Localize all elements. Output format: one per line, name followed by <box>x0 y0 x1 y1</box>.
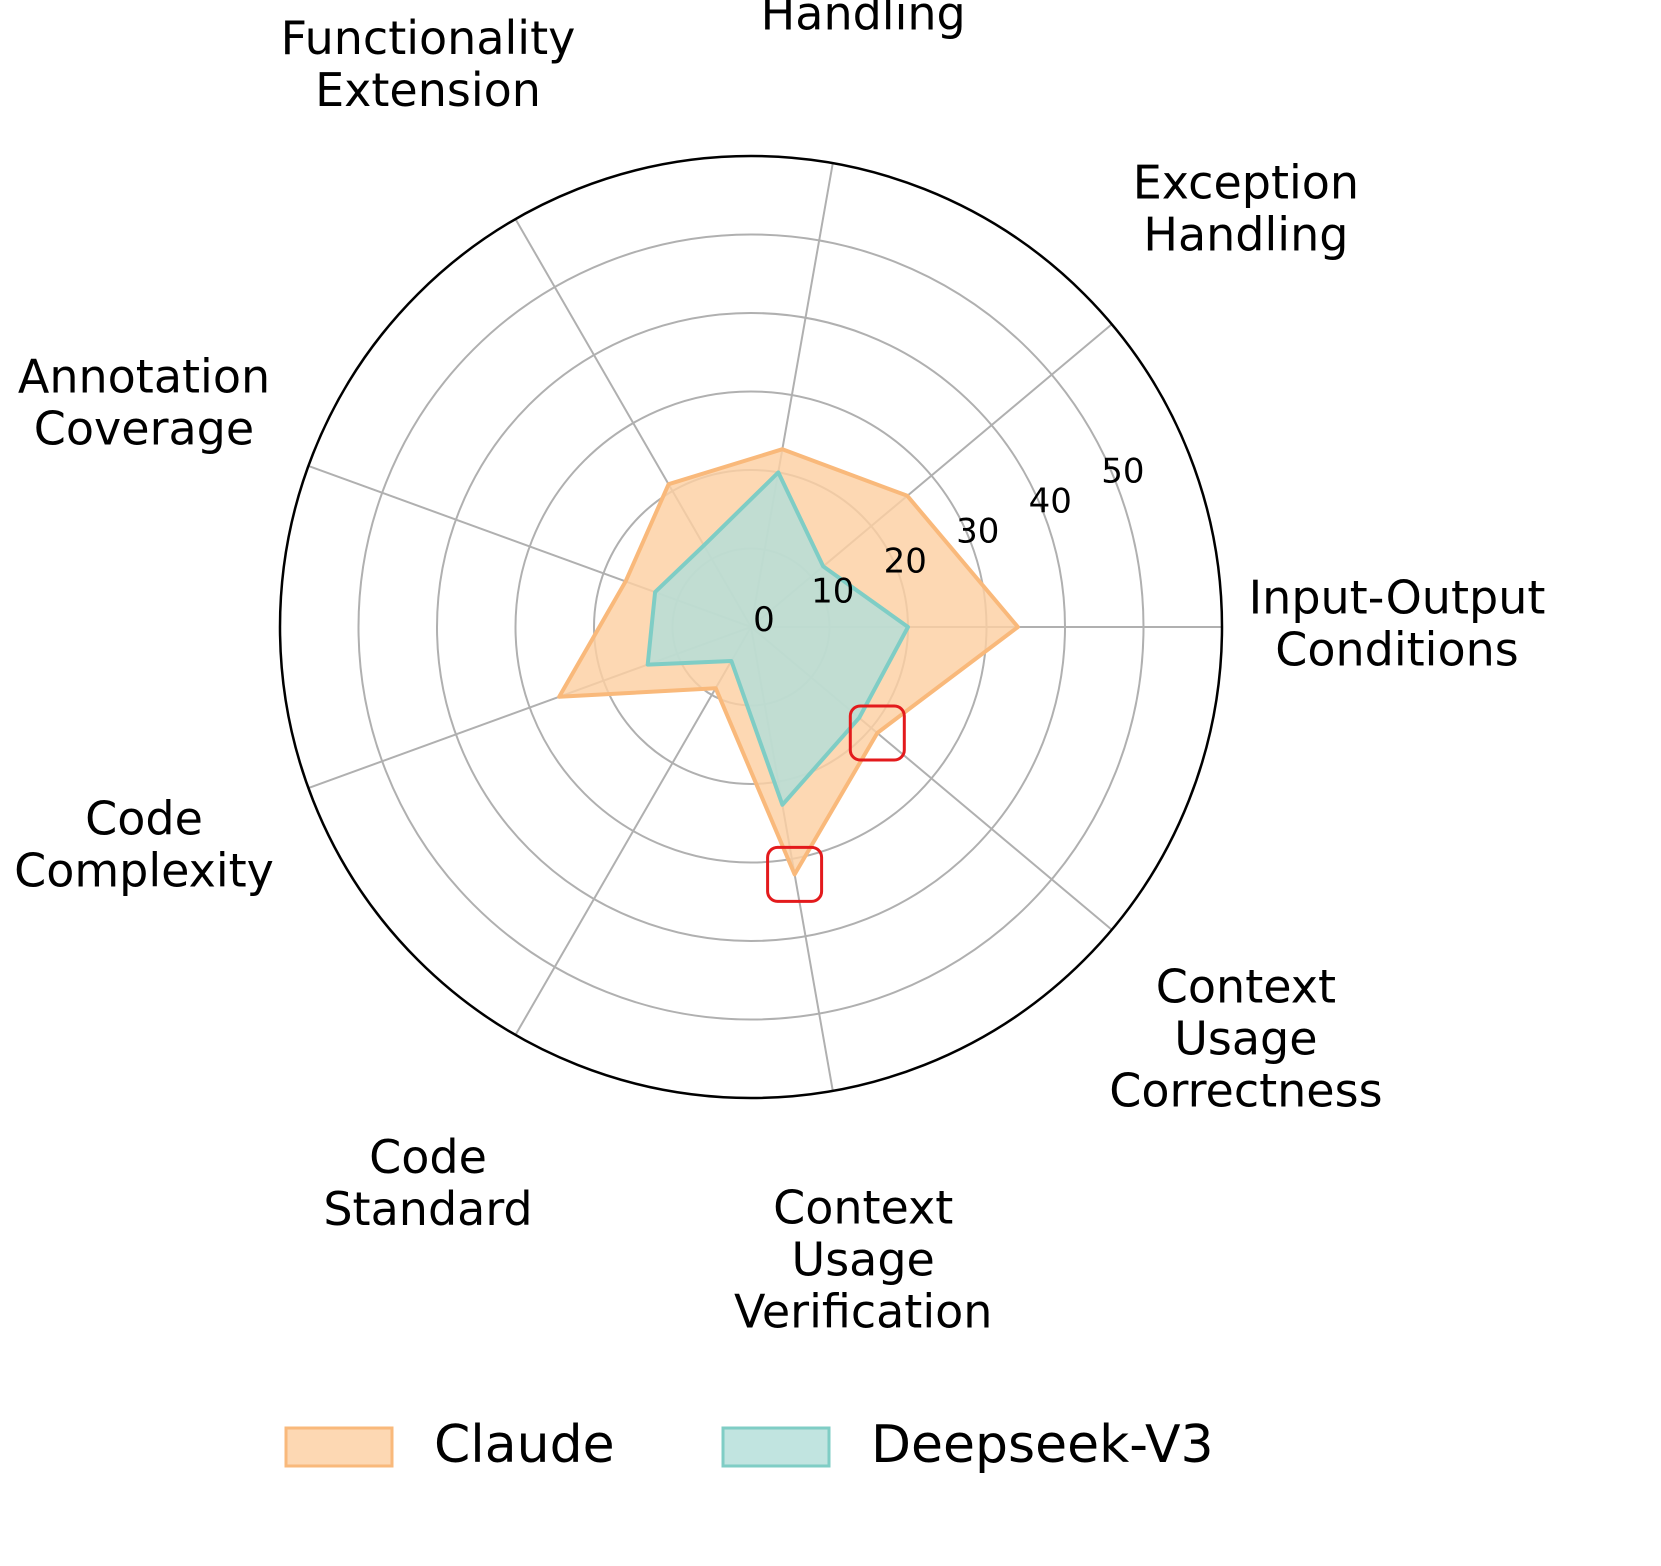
highlight-layer <box>766 704 906 903</box>
axis-label-7-line-2: Verification <box>734 1285 992 1339</box>
highlight-box-1 <box>766 845 824 903</box>
r-tick-label-10: 10 <box>811 572 854 612</box>
axis-label-4-line-0: Annotation <box>18 350 270 404</box>
axis-label-7-line-1: Usage <box>792 1233 935 1287</box>
legend-swatch-deepseek-v3 <box>721 1426 831 1468</box>
r-tick-label-30: 30 <box>956 512 999 552</box>
r-tick-label-0: 0 <box>753 600 775 640</box>
axis-label-1-line-0: Exception <box>1133 155 1359 209</box>
highlight-box-0 <box>848 704 906 762</box>
spoke-6 <box>514 626 752 1036</box>
label-layer: Input-OutputConditionsExceptionHandlingE… <box>14 0 1545 1339</box>
outer-frame <box>278 154 1224 1100</box>
axis-label-0-line-0: Input-Output <box>1249 571 1546 625</box>
legend-label-claude: Claude <box>434 1415 615 1475</box>
legend-label-deepseek-v3: Deepseek-V3 <box>871 1415 1214 1475</box>
axis-label-8-line-2: Correctness <box>1109 1064 1382 1118</box>
legend-swatch-claude <box>284 1426 394 1468</box>
axis-label-4-line-1: Coverage <box>34 402 254 456</box>
axis-label-0-line-1: Conditions <box>1275 623 1518 677</box>
axis-label-3-line-0: Functionality <box>281 11 576 65</box>
axis-label-6-line-1: Standard <box>323 1182 532 1236</box>
r-tick-label-40: 40 <box>1029 482 1072 522</box>
axis-label-5-line-0: Code <box>85 791 203 845</box>
axis-label-8-line-0: Context <box>1156 960 1336 1014</box>
axis-label-2-line-1: Handling <box>761 0 966 40</box>
r-tick-label-20: 20 <box>884 542 927 582</box>
axis-label-1-line-1: Handling <box>1143 207 1348 261</box>
axis-label-8-line-1: Usage <box>1174 1012 1317 1066</box>
axis-label-6-line-0: Code <box>369 1130 487 1184</box>
axis-label-7-line-0: Context <box>773 1181 953 1235</box>
series-layer <box>557 447 1020 877</box>
legend: Claude Deepseek-V3 <box>284 1415 1214 1475</box>
axis-label-5-line-1: Complexity <box>14 843 274 897</box>
axis-label-3-line-1: Extension <box>315 63 541 117</box>
tick-layer: 0 10 20 30 40 50 <box>753 452 1144 641</box>
series-deepseek-v3-area <box>645 470 910 807</box>
r-tick-label-50: 50 <box>1101 452 1144 492</box>
